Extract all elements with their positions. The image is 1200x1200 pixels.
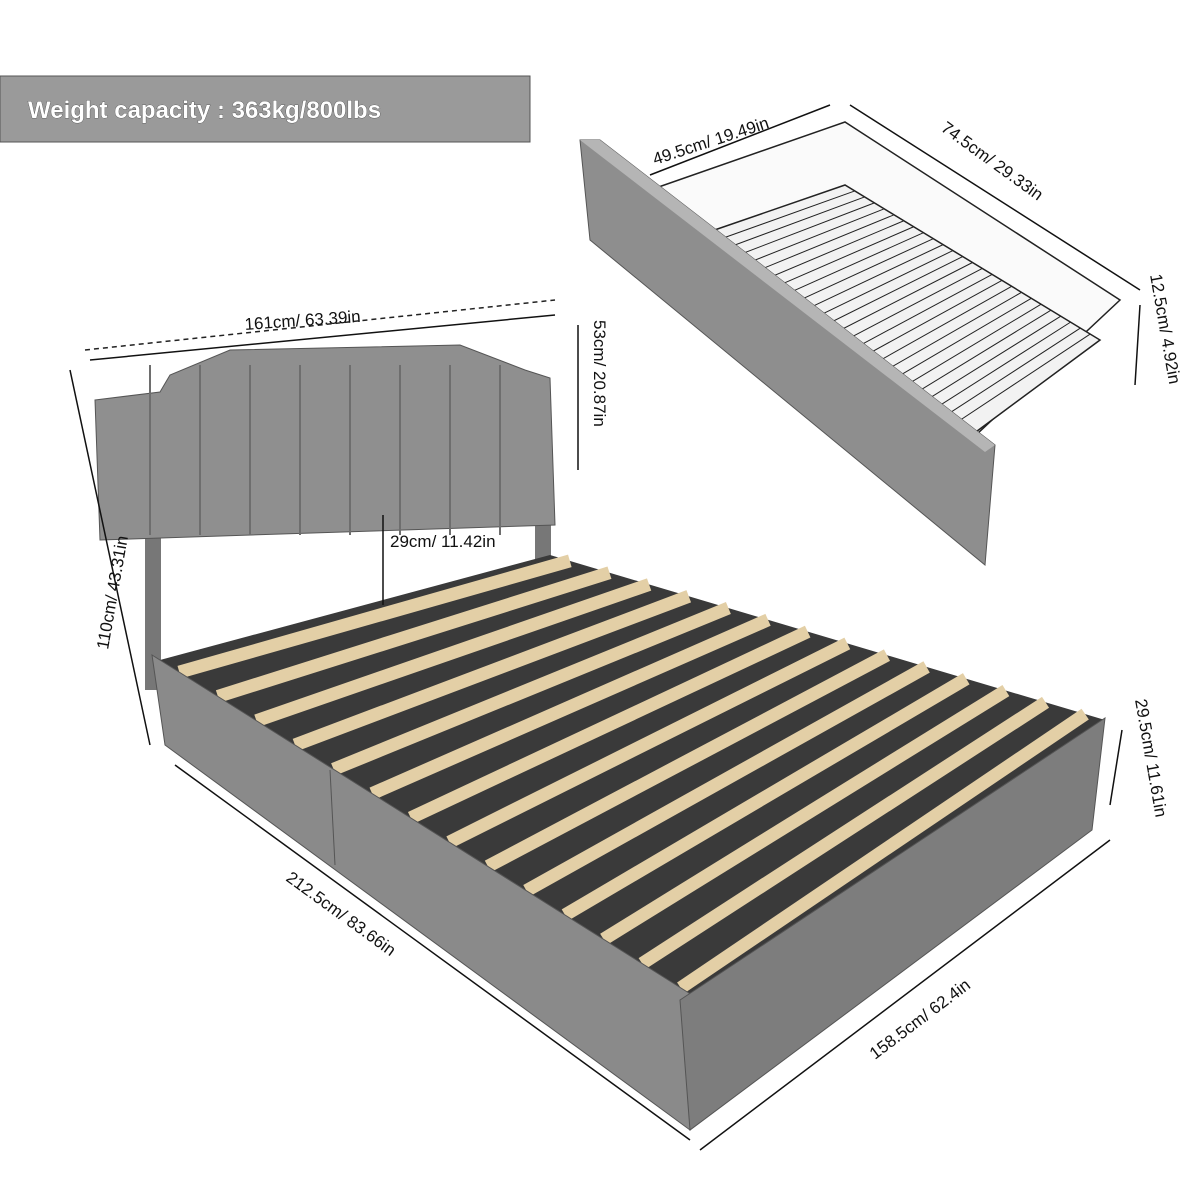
slats <box>177 554 1089 994</box>
headboard-height-label: 53cm/ 20.87in <box>590 320 609 427</box>
slat <box>561 673 970 921</box>
rail-height-label: 29.5cm/ 11.61in <box>1131 697 1171 818</box>
basket-wire <box>748 214 895 275</box>
weight-capacity-text: Weight capacity : 363kg/800lbs <box>28 97 381 124</box>
slat <box>484 649 891 873</box>
basket-wire <box>709 190 855 244</box>
basket-wire <box>777 232 924 299</box>
basket-wire <box>854 279 1003 362</box>
basket-wire <box>835 268 983 346</box>
basket-wire <box>932 327 1081 425</box>
slat <box>677 708 1089 994</box>
basket-wire <box>941 333 1091 433</box>
basket-wire <box>796 244 944 315</box>
headboard-channels <box>149 365 501 535</box>
dimension-lines <box>69 104 1141 1151</box>
basket-wire <box>893 303 1042 394</box>
basket-wire <box>719 196 865 252</box>
basket-wire <box>757 220 905 283</box>
drawer-height-label: 12.5cm/ 4.92in <box>1146 272 1184 385</box>
slat <box>369 613 771 800</box>
slat <box>407 625 811 824</box>
slat <box>292 590 692 752</box>
basket-wire <box>874 291 1022 378</box>
basket-wire <box>864 285 1012 370</box>
headboard <box>94 344 556 541</box>
drawer-basket <box>648 121 1122 452</box>
slat <box>254 578 652 727</box>
drawer-seam <box>329 769 336 866</box>
gap-height-label: 29cm/ 11.42in <box>390 532 496 551</box>
slat <box>215 566 612 703</box>
slat <box>638 696 1050 970</box>
basket-wire <box>767 226 914 291</box>
basket-wire <box>883 297 1032 386</box>
bed-width-label: 158.5cm/ 62.4in <box>866 975 974 1063</box>
slat <box>446 637 851 848</box>
slat <box>523 661 930 897</box>
headboard-width-label: 161cm/ 63.39in <box>244 307 361 334</box>
footboard <box>679 716 1106 1131</box>
slat <box>177 554 572 679</box>
drawer-panel-top <box>580 140 995 452</box>
basket-wire <box>728 202 875 260</box>
basket-wire <box>922 321 1071 417</box>
basket-wire <box>806 250 954 323</box>
slat <box>600 685 1010 945</box>
slat <box>331 602 731 776</box>
basket-wire <box>786 238 934 307</box>
basket-wire <box>845 273 993 354</box>
basket-wire <box>738 208 885 268</box>
weight-capacity-banner <box>0 75 531 143</box>
basket-wire <box>825 262 973 338</box>
basket-wire <box>815 256 963 331</box>
left-post <box>145 510 161 690</box>
basket-wire <box>903 309 1052 402</box>
drawer-length-label: 74.5cm/ 29.33in <box>938 118 1047 204</box>
basket-wire <box>912 315 1062 409</box>
